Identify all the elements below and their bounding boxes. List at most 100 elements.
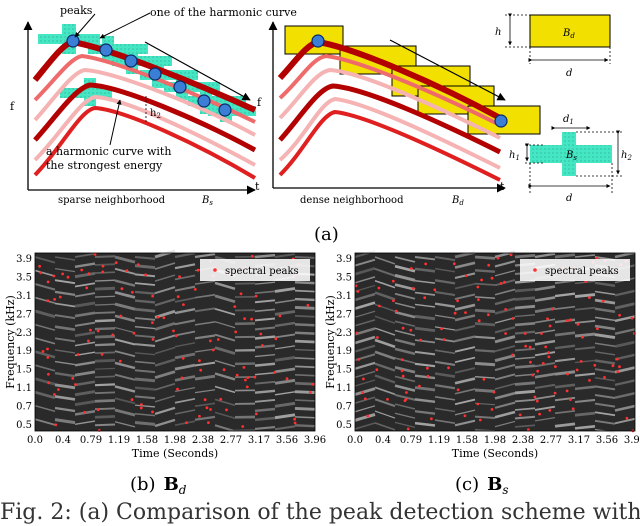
- xtick-label: 0.0: [27, 435, 43, 446]
- spectral-peak: [544, 345, 548, 349]
- ytick-label: 0.7: [336, 402, 352, 413]
- spectral-peak: [185, 421, 188, 425]
- spectral-peak: [151, 410, 154, 414]
- spectral-peak: [96, 408, 100, 412]
- spectral-peak: [311, 382, 315, 386]
- spectral-peak: [547, 355, 551, 359]
- spectral-peak: [83, 410, 87, 414]
- spectral-peak: [527, 428, 530, 432]
- spectrogram-bd: spectral peaks: [34, 249, 316, 433]
- dense-diagram: f t dense neighborhood Bd: [257, 21, 541, 207]
- spectral-peak: [464, 274, 468, 278]
- xtick-label: 1.58: [136, 435, 158, 446]
- spectral-peak: [538, 412, 541, 416]
- spectral-peak: [477, 319, 481, 323]
- spectral-peak: [630, 316, 634, 320]
- caption-b: (b)Bd: [130, 474, 187, 497]
- ytick-label: 2.7: [16, 309, 32, 320]
- spectral-peak: [569, 398, 572, 401]
- spectral-peak: [456, 388, 460, 392]
- spectral-peak: [193, 288, 197, 291]
- figure-caption: Fig. 2: (a) Comparison of the peak detec…: [0, 500, 640, 525]
- xtick-label: 2.77: [540, 435, 562, 446]
- spectrogram-bd-legend: spectral peaks: [225, 266, 299, 277]
- spectral-peak: [548, 324, 552, 328]
- spectral-peak: [132, 331, 136, 335]
- spectral-peak: [101, 264, 105, 268]
- spectral-peak: [278, 314, 282, 318]
- spectral-peak: [487, 313, 490, 317]
- spectral-peak: [480, 278, 483, 282]
- spectral-peak: [100, 353, 104, 356]
- spectral-peak: [401, 326, 405, 330]
- spectral-peak: [426, 374, 430, 378]
- spectral-peak: [172, 329, 175, 333]
- spectral-peak: [181, 356, 185, 360]
- xtick-label: 0.79: [400, 435, 422, 446]
- spectral-peak: [541, 362, 545, 365]
- spectral-peak: [548, 409, 552, 412]
- spectrogram-bs: spectral peaks: [354, 250, 636, 434]
- ytick-label: 3.1: [16, 291, 32, 302]
- spectral-peak: [476, 402, 480, 406]
- spectral-peak: [198, 359, 201, 363]
- ytick-label: 1.9: [336, 346, 352, 357]
- spectral-peak: [528, 345, 532, 349]
- sparse-diagram: f t peaks one of the: [10, 4, 297, 207]
- spectral-peak: [463, 414, 467, 418]
- spectral-peak: [198, 414, 201, 418]
- spectral-peak: [518, 413, 522, 417]
- spectral-peak: [362, 377, 365, 381]
- spectral-peak: [375, 368, 379, 372]
- ytick-label: 3.9: [336, 254, 352, 265]
- spectral-peak: [378, 304, 381, 308]
- spectral-peak: [611, 364, 615, 368]
- spectral-peak: [273, 371, 277, 374]
- spectral-peak: [433, 288, 437, 292]
- spectral-peak: [447, 366, 450, 370]
- spectral-peak: [409, 328, 413, 332]
- spectral-peak: [244, 378, 247, 382]
- spectral-peak: [293, 417, 296, 421]
- spectral-peak: [245, 385, 249, 389]
- harmonic-annotation: one of the harmonic curve: [150, 6, 297, 19]
- spectral-peak: [235, 373, 239, 377]
- spectral-peak: [209, 408, 212, 411]
- spectral-peak: [293, 421, 297, 425]
- spectral-peak: [241, 425, 245, 428]
- spectral-peak: [57, 388, 60, 391]
- spectral-peak: [490, 408, 494, 411]
- spectral-peak: [603, 376, 606, 379]
- spectrogram-bs-ylabel: Frequency (kHz): [324, 295, 337, 389]
- spectral-peak: [400, 358, 404, 361]
- xtick-label: 3.96: [304, 435, 326, 446]
- spectral-peak: [406, 427, 410, 431]
- legend-bd-h: h: [495, 27, 501, 38]
- spectral-peak: [199, 368, 203, 372]
- spectral-peak: [47, 381, 51, 385]
- left-axis-t: t: [255, 180, 260, 193]
- ytick-label: 3.5: [16, 272, 32, 283]
- ytick-label: 1.1: [336, 383, 352, 394]
- spectral-peak: [225, 408, 228, 412]
- spectral-peak: [47, 372, 50, 376]
- spectral-peak: [58, 295, 62, 299]
- spectral-peak: [366, 414, 370, 418]
- legend-bd: Bd h d: [495, 13, 611, 79]
- spectrogram-bd-xlabel: Time (Seconds): [132, 447, 218, 460]
- left-h2-label: h2: [150, 108, 161, 120]
- spectral-peak: [547, 351, 551, 354]
- xtick-label: 3.96: [624, 435, 640, 446]
- spectral-peak: [174, 334, 178, 338]
- spectral-peak: [76, 353, 80, 356]
- spectral-peak: [392, 299, 395, 303]
- spectral-peak: [482, 377, 486, 381]
- dense-caption: dense neighborhood: [300, 195, 404, 206]
- spectral-peak: [477, 298, 480, 301]
- spectral-peak: [85, 286, 89, 290]
- spectral-peak: [140, 403, 143, 406]
- spectral-peak: [87, 339, 90, 343]
- spectral-peak: [151, 338, 155, 341]
